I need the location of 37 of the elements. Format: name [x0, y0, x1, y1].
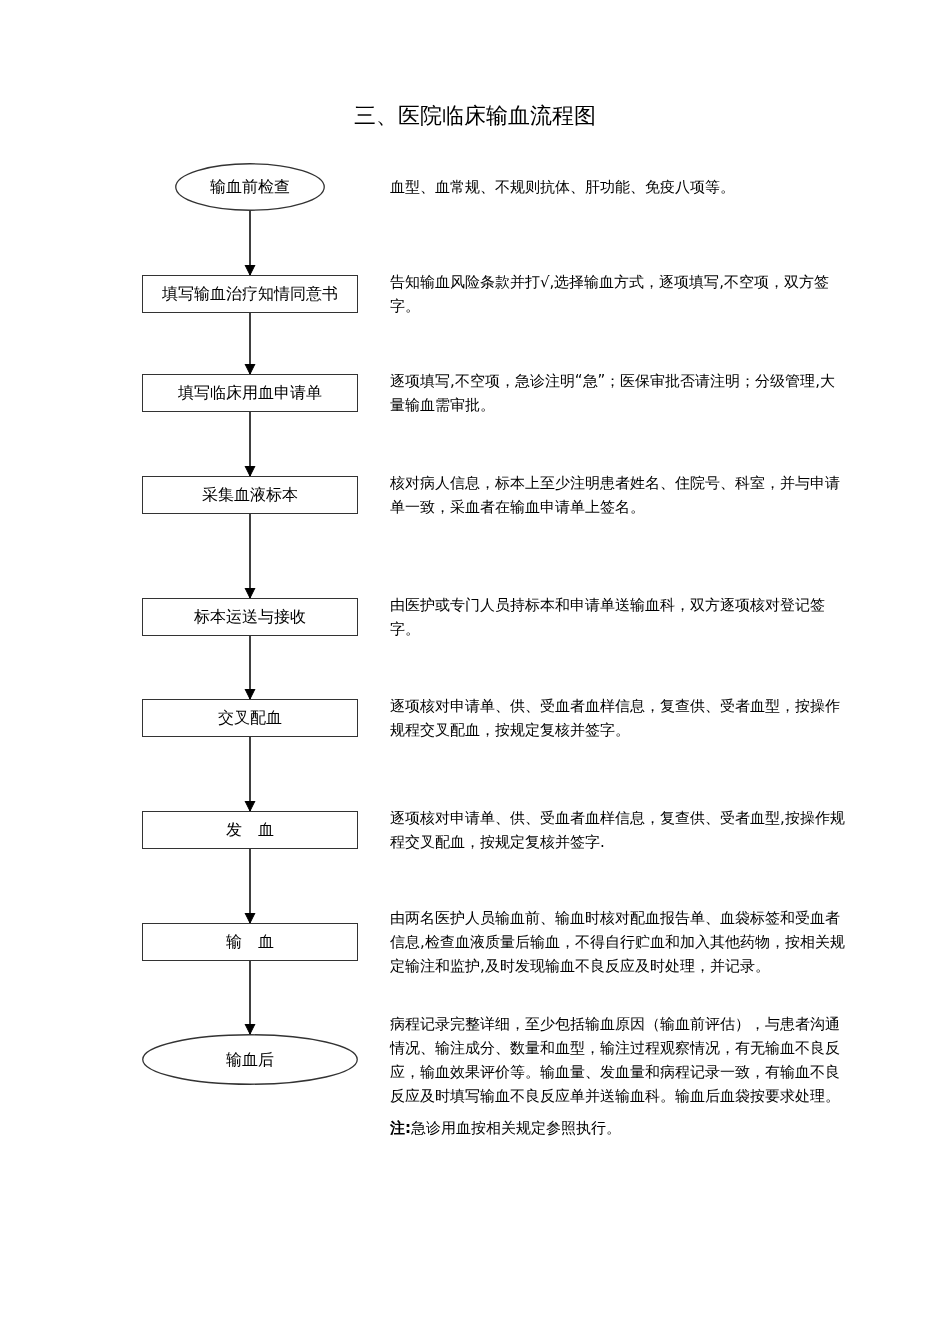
step-label: 发 血 — [226, 819, 274, 841]
process-box — [142, 923, 358, 961]
step-label: 标本运送与接收 — [194, 606, 306, 628]
annotation-text: 血型、血常规、不规则抗体、肝功能、免疫八项等。 — [390, 177, 736, 198]
arrow — [244, 411, 256, 477]
step-note: 病程记录完整详细，至少包括输血原因（输血前评估），与患者沟通情况、输注成分、数量和血型，输注过程观察情况，有无输血不良反应，输血效果评价等。输血量、发血量和病程记录一致，有输血不良反应及时填写输血不良反应单并送输血科。输血后血袋按要求处理。 — [390, 1013, 841, 1107]
arrow — [244, 210, 256, 276]
diagram-title: 三、医院临床输血流程图 — [353, 102, 597, 130]
process-box — [142, 476, 358, 514]
step-note: 核对病人信息，标本上至少注明患者姓名、住院号、科室，并与申请单一致，采血者在输血申请单上签名。 — [390, 473, 841, 518]
footnote: 注:急诊用血按相关规定参照执行。 — [390, 1117, 622, 1139]
step-note: 由医护或专门人员持标本和申请单送输血科，双方逐项核对登记签字。 — [390, 595, 826, 640]
arrow — [244, 736, 256, 812]
process-box — [142, 598, 358, 636]
step-note: 逐项填写,不空项，急诊注明“急”；医保审批否请注明；分级管理,大量输血需审批。 — [390, 371, 837, 416]
arrow — [244, 960, 256, 1035]
step-label: 填写输血治疗知情同意书 — [162, 283, 338, 305]
step-note: 由两名医护人员输血前、输血时核对配血报告单、血袋标签和受血者信息,检查血液质量后输血，不得自行贮血和加入其他药物，按相关规定输注和监护,及时发现输血不良反应及时处理，并记录。 — [390, 908, 845, 977]
step-note: 告知输血风险条款并打√,选择输血方式，逐项填写,不空项，双方签字。 — [390, 272, 831, 317]
arrow — [244, 513, 256, 599]
process-box — [142, 374, 358, 412]
process-box — [142, 699, 358, 737]
step-label: 输血后 — [226, 1048, 274, 1071]
arrow — [244, 312, 256, 375]
terminal-ellipse — [175, 163, 325, 211]
step-label: 采集血液标本 — [202, 484, 298, 506]
step-note: 逐项核对申请单、供、受血者血样信息，复查供、受者血型，按操作规程交叉配血，按规定复核并签字。 — [390, 696, 841, 741]
step-label: 交叉配血 — [218, 707, 282, 729]
step-label: 输血前检查 — [210, 176, 290, 198]
terminal-ellipse — [142, 1034, 358, 1085]
arrow — [244, 635, 256, 700]
step-note: 逐项核对申请单、供、受血者血样信息，复查供、受者血型,按操作规程交叉配血，按规定复核并签字. — [390, 808, 845, 853]
step-label: 输 血 — [226, 931, 274, 953]
process-box — [142, 275, 358, 313]
process-box — [142, 811, 358, 849]
arrow — [244, 848, 256, 924]
step-label: 填写临床用血申请单 — [178, 382, 322, 404]
